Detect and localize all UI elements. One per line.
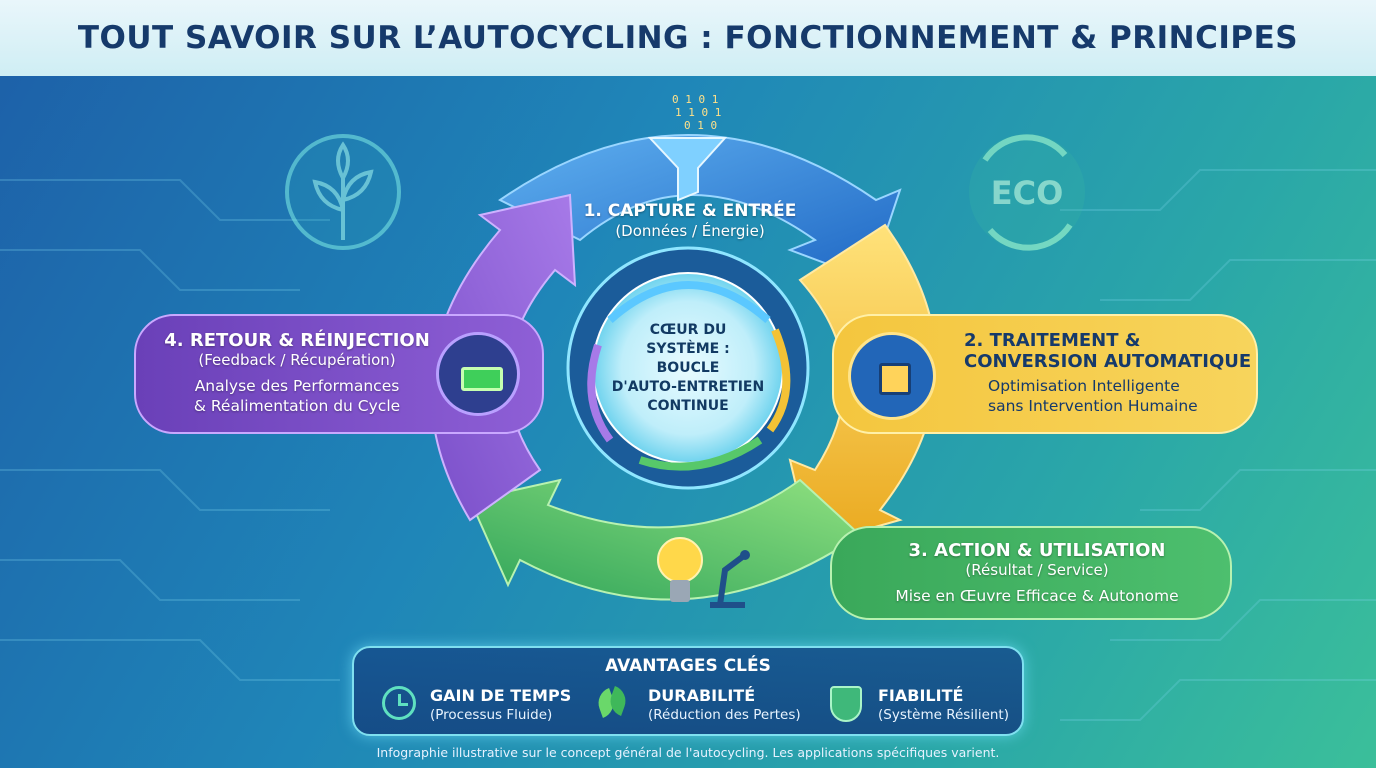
- step-3-desc: Mise en Œuvre Efficace & Autonome: [895, 587, 1179, 605]
- cycle-segment-capture: [498, 134, 902, 282]
- advantage-durability-label: DURABILITÉ: [648, 686, 756, 705]
- leaf-circle-icon: [285, 134, 401, 250]
- core-line-3: BOUCLE: [656, 359, 720, 376]
- advantages-title: AVANTAGES CLÉS: [605, 656, 771, 676]
- inner-arrow-yellow: [766, 328, 791, 433]
- core-text: CŒUR DU SYSTÈME : BOUCLE D'AUTO-ENTRETIE…: [602, 298, 774, 438]
- step-2-title-1: 2. TRAITEMENT &: [964, 330, 1141, 351]
- lightbulb-robot-arm-icon: [657, 537, 750, 608]
- step-4-card: 4. RETOUR & RÉINJECTION (Feedback / Récu…: [134, 314, 544, 434]
- advantage-reliability-sub: (Système Résilient): [878, 707, 1009, 723]
- step-2-card: 2. TRAITEMENT & CONVERSION AUTOMATIQUE O…: [832, 314, 1258, 434]
- inner-arrow-blue: [607, 281, 771, 324]
- binary-decor-3: 0 1 0: [684, 119, 717, 132]
- inner-arrow-purple: [587, 343, 614, 443]
- advantages-panel: AVANTAGES CLÉS GAIN DE TEMPS (Processus …: [352, 646, 1024, 736]
- funnel-icon: 0 1 0 1 1 1 0 1 0 1 0: [647, 93, 728, 202]
- core-line-5: CONTINUE: [647, 397, 729, 414]
- step-3-card: 3. ACTION & UTILISATION (Résultat / Serv…: [830, 526, 1232, 620]
- step-3-title: 3. ACTION & UTILISATION: [908, 540, 1166, 561]
- core-line-4: D'AUTO-ENTRETIEN: [611, 378, 765, 395]
- advantage-time-sub: (Processus Fluide): [430, 707, 553, 723]
- core-line-1: CŒUR DU: [649, 321, 727, 338]
- step-1-subtitle: (Données / Énergie): [615, 222, 765, 240]
- gear-chip-icon: [848, 332, 936, 420]
- step-3-subtitle: (Résultat / Service): [965, 561, 1109, 579]
- step-4-desc-2: & Réalimentation du Cycle: [193, 397, 401, 415]
- step-2-title-2: CONVERSION AUTOMATIQUE: [964, 351, 1252, 372]
- footer-note: Infographie illustrative sur le concept …: [376, 745, 1000, 760]
- step-1-title: 1. CAPTURE & ENTRÉE: [583, 201, 797, 221]
- leaves-icon: [594, 686, 630, 720]
- header: TOUT SAVOIR SUR L’AUTOCYCLING : FONCTION…: [0, 0, 1376, 76]
- inner-arrow-green: [638, 436, 763, 471]
- shield-icon: [830, 686, 862, 722]
- eco-label: ECO: [991, 174, 1064, 212]
- step-1-label: 1. CAPTURE & ENTRÉE (Données / Énergie): [560, 201, 820, 241]
- eco-cycle-icon: ECO: [969, 134, 1085, 251]
- clock-icon: [382, 686, 416, 720]
- step-2-desc-2: sans Intervention Humaine: [988, 397, 1198, 415]
- step-4-title: 4. RETOUR & RÉINJECTION: [164, 330, 430, 351]
- advantage-durability-sub: (Réduction des Pertes): [648, 707, 801, 723]
- step-4-desc-1: Analyse des Performances: [194, 377, 400, 395]
- step-2-desc-1: Optimisation Intelligente: [988, 377, 1180, 395]
- step-4-subtitle: (Feedback / Récupération): [198, 351, 396, 369]
- page-title: TOUT SAVOIR SUR L’AUTOCYCLING : FONCTION…: [77, 20, 1299, 56]
- circuit-lines-decor: [0, 169, 1376, 721]
- battery-cycle-icon: [436, 332, 520, 416]
- binary-decor-2: 1 1 0 1: [675, 106, 721, 119]
- advantage-reliability-label: FIABILITÉ: [878, 686, 964, 705]
- binary-decor-1: 0 1 0 1: [672, 93, 718, 106]
- cycle-segment-action: [468, 478, 862, 601]
- advantage-time-label: GAIN DE TEMPS: [430, 686, 572, 705]
- core-line-2: SYSTÈME :: [646, 340, 730, 357]
